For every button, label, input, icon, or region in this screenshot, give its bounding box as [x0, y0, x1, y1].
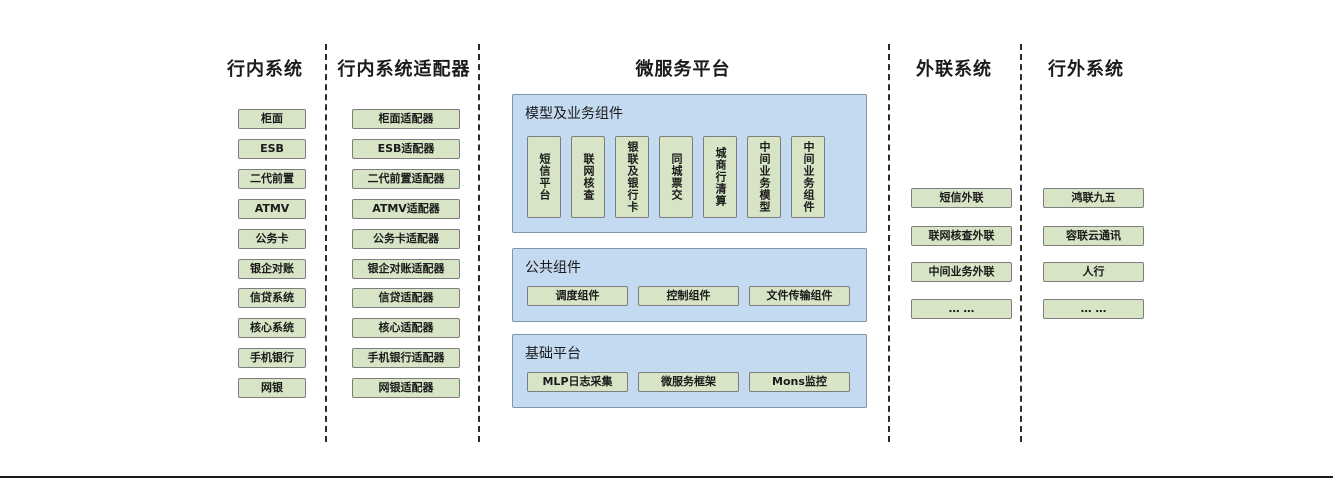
node-bank-internal-adapter-4[interactable]: 公务卡适配器 — [352, 229, 460, 249]
node-bank-internal-3[interactable]: ATMV — [238, 199, 306, 219]
node-bank-internal-adapter-7[interactable]: 核心适配器 — [352, 318, 460, 338]
panel-title-base-platform: 基础平台 — [525, 346, 581, 362]
column-title-external-link: 外联系统 — [916, 59, 992, 80]
vnode-model-business-0[interactable]: 短信平台 — [527, 136, 561, 218]
node-bank-internal-1[interactable]: ESB — [238, 139, 306, 159]
column-title-microservice-platform: 微服务平台 — [635, 59, 731, 80]
column-divider-4 — [1020, 44, 1022, 442]
node-bank-internal-adapter-8[interactable]: 手机银行适配器 — [352, 348, 460, 368]
node-bank-internal-adapter-0[interactable]: 柜面适配器 — [352, 109, 460, 129]
node-bank-internal-2[interactable]: 二代前置 — [238, 169, 306, 189]
node-external-link-3[interactable]: … … — [911, 299, 1012, 319]
column-divider-2 — [478, 44, 480, 442]
node-bank-internal-4[interactable]: 公务卡 — [238, 229, 306, 249]
node-bank-internal-adapter-1[interactable]: ESB适配器 — [352, 139, 460, 159]
column-divider-3 — [888, 44, 890, 442]
node-bank-internal-adapter-5[interactable]: 银企对账适配器 — [352, 259, 460, 279]
node-base-platform-0[interactable]: MLP日志采集 — [527, 372, 628, 392]
node-public-component-2[interactable]: 文件传输组件 — [749, 286, 850, 306]
column-title-outside-bank: 行外系统 — [1048, 59, 1124, 80]
node-bank-internal-8[interactable]: 手机银行 — [238, 348, 306, 368]
panel-title-model-business: 模型及业务组件 — [525, 106, 623, 122]
vnode-model-business-4[interactable]: 城商行清算 — [703, 136, 737, 218]
node-outside-bank-2[interactable]: 人行 — [1043, 262, 1144, 282]
node-base-platform-1[interactable]: 微服务框架 — [638, 372, 739, 392]
node-base-platform-2[interactable]: Mons监控 — [749, 372, 850, 392]
vnode-model-business-3[interactable]: 同城票交 — [659, 136, 693, 218]
node-public-component-0[interactable]: 调度组件 — [527, 286, 628, 306]
node-public-component-1[interactable]: 控制组件 — [638, 286, 739, 306]
node-bank-internal-7[interactable]: 核心系统 — [238, 318, 306, 338]
node-bank-internal-adapter-3[interactable]: ATMV适配器 — [352, 199, 460, 219]
node-bank-internal-adapter-9[interactable]: 网银适配器 — [352, 378, 460, 398]
panel-public-components: 公共组件 — [512, 248, 867, 322]
panel-title-public-components: 公共组件 — [525, 260, 581, 276]
node-outside-bank-0[interactable]: 鸿联九五 — [1043, 188, 1144, 208]
node-outside-bank-3[interactable]: … … — [1043, 299, 1144, 319]
node-external-link-0[interactable]: 短信外联 — [911, 188, 1012, 208]
node-bank-internal-5[interactable]: 银企对账 — [238, 259, 306, 279]
node-external-link-2[interactable]: 中间业务外联 — [911, 262, 1012, 282]
vnode-model-business-1[interactable]: 联网核查 — [571, 136, 605, 218]
node-bank-internal-adapter-2[interactable]: 二代前置适配器 — [352, 169, 460, 189]
node-outside-bank-1[interactable]: 容联云通讯 — [1043, 226, 1144, 246]
vnode-model-business-6[interactable]: 中间业务组件 — [791, 136, 825, 218]
vnode-model-business-5[interactable]: 中间业务模型 — [747, 136, 781, 218]
column-title-bank-internal: 行内系统 — [227, 59, 303, 80]
node-bank-internal-0[interactable]: 柜面 — [238, 109, 306, 129]
node-bank-internal-9[interactable]: 网银 — [238, 378, 306, 398]
node-external-link-1[interactable]: 联网核查外联 — [911, 226, 1012, 246]
column-divider-1 — [325, 44, 327, 442]
node-bank-internal-adapter-6[interactable]: 信贷适配器 — [352, 288, 460, 308]
node-bank-internal-6[interactable]: 信贷系统 — [238, 288, 306, 308]
bottom-rule — [0, 476, 1333, 478]
column-title-bank-internal-adapter: 行内系统适配器 — [337, 59, 471, 80]
panel-base-platform: 基础平台 — [512, 334, 867, 408]
vnode-model-business-2[interactable]: 银联及银行卡 — [615, 136, 649, 218]
